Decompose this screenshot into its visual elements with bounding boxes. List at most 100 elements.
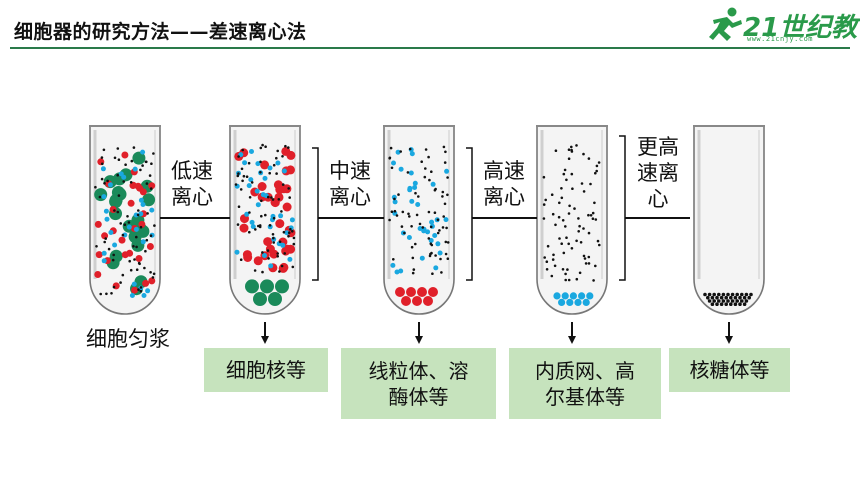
ribosome-particle: [594, 218, 598, 221]
er-particle: [248, 177, 254, 183]
er-particle: [267, 165, 273, 171]
er-particle: [443, 217, 449, 223]
ribosome-particle: [565, 236, 568, 239]
ribosome-pellet: [747, 295, 751, 300]
ribosome-particle: [424, 167, 427, 170]
mitochondria-particle: [282, 184, 292, 194]
ribosome-particle: [236, 223, 240, 226]
er-particle: [280, 242, 286, 248]
er-particle: [412, 185, 418, 190]
step-label-high-speed: 高速离心: [483, 159, 525, 209]
arrow-head: [568, 336, 576, 344]
ribosome-particle: [272, 163, 276, 167]
ribosome-particle: [289, 227, 292, 231]
ribosome-particle: [284, 144, 287, 148]
ribosome-particle: [558, 237, 561, 240]
ribosome-particle: [287, 231, 291, 234]
er-particle: [391, 160, 396, 166]
ribosome-particle: [139, 286, 143, 289]
ribosome-particle: [562, 251, 566, 255]
ribosome-particle: [145, 238, 149, 242]
ribosome-particle: [563, 168, 567, 172]
ribosome-particle: [431, 272, 434, 276]
ribosome-particle: [237, 205, 241, 208]
mitochondria-pellet: [395, 287, 405, 297]
ribosome-particle: [149, 271, 152, 274]
ribosome-particle: [446, 257, 450, 261]
ribosome-particle: [292, 236, 296, 240]
er-particle: [255, 202, 261, 208]
ribosome-pellet: [721, 292, 726, 297]
mitochondria-particle: [121, 151, 129, 159]
er-pellet: [566, 298, 574, 306]
nucleus-pellet: [253, 292, 267, 306]
ribosome-particle: [592, 279, 595, 282]
ribosome-particle: [414, 191, 417, 195]
ribosome-particle: [561, 268, 565, 271]
ribosome-particle: [145, 160, 148, 164]
ribosome-particle: [571, 187, 574, 190]
ribosome-particle: [287, 187, 291, 190]
ribosome-particle: [597, 161, 601, 164]
ribosome-particle: [98, 195, 102, 199]
er-pellet: [578, 292, 586, 300]
er-particle: [262, 253, 267, 258]
ribosome-particle: [573, 207, 576, 210]
ribosome-particle: [591, 211, 595, 215]
ribosome-particle: [234, 183, 238, 186]
ribosome-particle: [446, 176, 449, 179]
ribosome-particle: [283, 252, 287, 255]
ribosome-particle: [542, 217, 546, 220]
er-particle: [103, 208, 109, 214]
ribosome-pellet: [744, 299, 749, 303]
mitochondria-pellet: [428, 287, 438, 297]
er-particle: [138, 197, 144, 203]
er-pellet: [574, 298, 582, 306]
ribosome-particle: [598, 243, 601, 247]
mitochondria-particle: [275, 185, 285, 195]
er-particle: [131, 281, 137, 287]
ribosome-pellet: [735, 292, 739, 297]
ribosome-particle: [575, 277, 579, 281]
ribosome-particle: [567, 157, 571, 160]
ribosome-particle: [152, 152, 155, 155]
er-particle: [275, 160, 281, 166]
ribosome-particle: [99, 292, 102, 296]
ribosome-pellet: [717, 299, 721, 303]
ribosome-particle: [116, 210, 120, 214]
ribosome-particle: [107, 247, 111, 251]
ribosome-particle: [550, 274, 554, 278]
ribosome-particle: [444, 252, 448, 256]
er-particle: [430, 181, 436, 187]
ribosome-particle: [137, 288, 140, 291]
mitochondria-particle: [257, 182, 267, 191]
er-particle: [141, 293, 147, 298]
er-particle: [140, 239, 146, 245]
ribosome-particle: [264, 213, 267, 217]
ribosome-pellet: [707, 299, 712, 303]
ribosome-particle: [441, 195, 444, 198]
ribosome-particle: [561, 219, 565, 222]
er-particle: [249, 149, 254, 154]
ribosome-particle: [280, 264, 284, 268]
ribosome-particle: [112, 285, 116, 289]
ribosome-particle: [542, 203, 546, 206]
ribosome-particle: [117, 158, 121, 161]
ribosome-particle: [446, 193, 449, 197]
ribosome-particle: [445, 226, 448, 230]
bracket: [466, 147, 473, 281]
ribosome-particle: [560, 196, 564, 200]
ribosome-particle: [441, 190, 445, 194]
ribosome-particle: [137, 209, 140, 212]
ribosome-particle: [594, 264, 597, 268]
ribosome-particle: [259, 146, 263, 150]
mitochondria-particle: [243, 253, 253, 262]
ribosome-pellet: [719, 295, 724, 300]
ribosome-particle: [436, 231, 440, 235]
ribosome-particle: [127, 221, 131, 224]
ribosome-particle: [570, 145, 573, 149]
ribosome-particle: [596, 239, 600, 243]
tube-medium-speed: [383, 126, 455, 315]
arrow-head: [415, 336, 423, 344]
er-particle: [392, 199, 398, 205]
